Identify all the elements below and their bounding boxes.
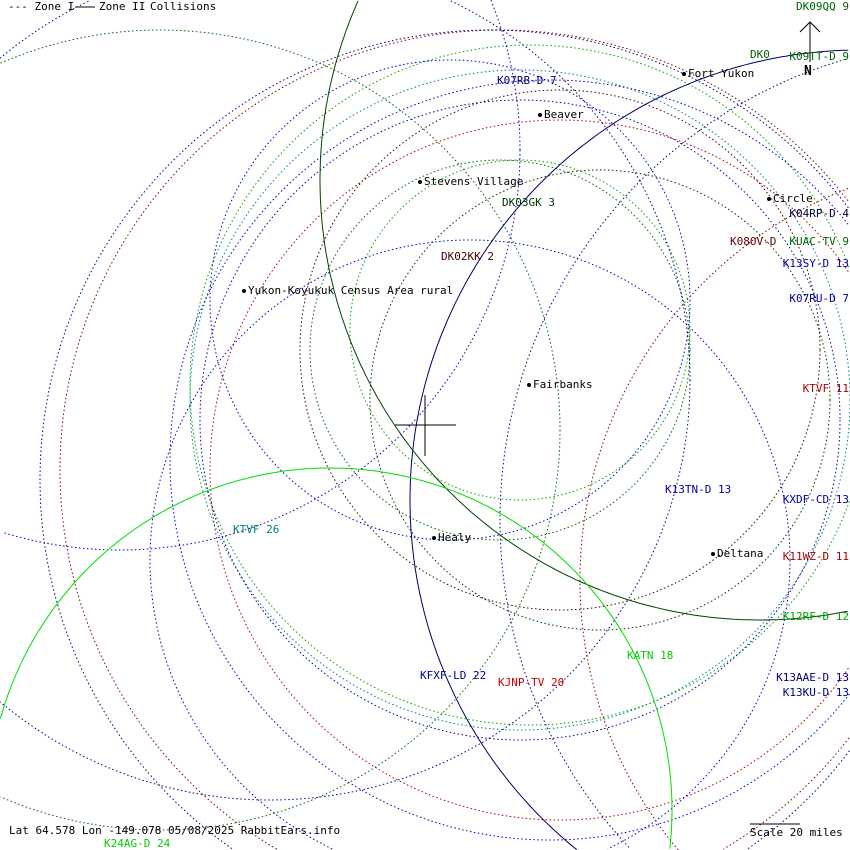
station-label[interactable]: KJNP-TV 20: [498, 676, 565, 689]
coverage-contour: [169, 79, 850, 841]
station-label[interactable]: KATN 18: [627, 649, 674, 662]
city-label: Fairbanks: [533, 378, 593, 391]
city-deltana[interactable]: Deltana: [711, 548, 763, 560]
collision-contour: [409, 49, 849, 850]
city-label: Stevens Village: [424, 175, 524, 188]
legend-zone2: Zone II: [99, 0, 146, 13]
city-dot-icon: [242, 289, 246, 293]
city-stevens-village[interactable]: Stevens Village: [418, 176, 523, 188]
legend-zone1: --- Zone I: [8, 0, 75, 13]
north-arrow-icon: [799, 21, 821, 62]
coverage-contour: [2, 0, 521, 551]
city-fort-yukon[interactable]: Fort Yukon: [682, 68, 754, 80]
city-beaver[interactable]: Beaver: [538, 109, 584, 121]
coverage-contour: [209, 59, 691, 541]
station-label[interactable]: KUAC-TV 9: [789, 235, 849, 248]
coverage-contour: [59, 29, 850, 850]
city-healy[interactable]: Healy: [432, 532, 471, 544]
station-label[interactable]: DK02KK 2: [441, 250, 494, 263]
station-label[interactable]: K09TT-D 9: [789, 50, 849, 63]
station-label[interactable]: KTVF 26: [233, 523, 280, 536]
city-dot-icon: [418, 180, 422, 184]
city-dot-icon: [538, 113, 542, 117]
station-label[interactable]: K13KU-D 13: [782, 686, 849, 699]
station-label[interactable]: K08OV-D: [730, 235, 777, 248]
coverage-contour: [0, 0, 691, 801]
city-label: Fort Yukon: [688, 67, 755, 80]
city-fairbanks[interactable]: Fairbanks: [527, 379, 593, 391]
station-label[interactable]: KXDF-CD 13: [782, 493, 849, 506]
city-label: Circle: [773, 192, 813, 205]
coverage-contour: [209, 119, 849, 821]
station-label[interactable]: K24AG-D 24: [104, 837, 171, 850]
station-label[interactable]: K12RF-D 12: [782, 610, 849, 623]
city-dot-icon: [682, 72, 686, 76]
city-label: Beaver: [544, 108, 584, 121]
station-label[interactable]: K13AAE-D 13: [776, 671, 849, 684]
city-circle[interactable]: Circle: [767, 193, 813, 205]
footer-coords: Lat 64.578 Lon -149.078 05/08/2025 Rabbi…: [9, 824, 341, 837]
city-label: Deltana: [717, 547, 764, 560]
coverage-contour: [299, 89, 821, 611]
city-dot-icon: [527, 383, 531, 387]
station-label[interactable]: DK03GK 3: [502, 196, 555, 209]
coverage-contour: [189, 69, 850, 731]
coverage-contour: [369, 169, 831, 631]
scale-label: Scale 20 miles: [750, 826, 843, 839]
compass-north-label: N: [804, 64, 812, 79]
station-label[interactable]: K13SY-D 13: [782, 257, 849, 270]
station-label[interactable]: KFXF-LD 22: [420, 669, 487, 682]
station-label[interactable]: K11WZ-D 11: [782, 550, 849, 563]
city-dot-icon: [432, 536, 436, 540]
station-label[interactable]: K07RB-D 7: [497, 74, 557, 87]
collision-contour: [0, 467, 673, 849]
crosshair-icon: [395, 395, 456, 456]
station-label[interactable]: K04RP-D 4: [789, 207, 849, 220]
city-yukon-koyukuk[interactable]: Yukon-Koyukuk Census Area rural: [242, 285, 453, 297]
coverage-contour: [39, 29, 850, 850]
collision-contour: [319, 0, 848, 621]
city-dot-icon: [711, 552, 715, 556]
station-label[interactable]: DK09QQ 9: [796, 0, 849, 13]
coverage-contour: [349, 159, 691, 501]
coverage-contour: [499, 58, 848, 848]
station-label[interactable]: K13TN-D 13: [665, 483, 732, 496]
station-label[interactable]: DK0: [750, 48, 770, 61]
coverage-contour: [579, 187, 850, 850]
legend-collisions: Collisions: [150, 0, 217, 13]
city-label: Healy: [438, 531, 472, 544]
coverage-contour: [189, 44, 850, 726]
coverage-contour: [199, 99, 841, 741]
coverage-contour: [0, 29, 561, 831]
coverage-contour: [149, 239, 791, 850]
city-label: Yukon-Koyukuk Census Area rural: [248, 284, 454, 297]
station-label[interactable]: KTVF 11: [802, 382, 849, 395]
coverage-contour: [309, 159, 691, 541]
city-dot-icon: [767, 197, 771, 201]
station-label[interactable]: K07RU-D 7: [789, 292, 849, 305]
